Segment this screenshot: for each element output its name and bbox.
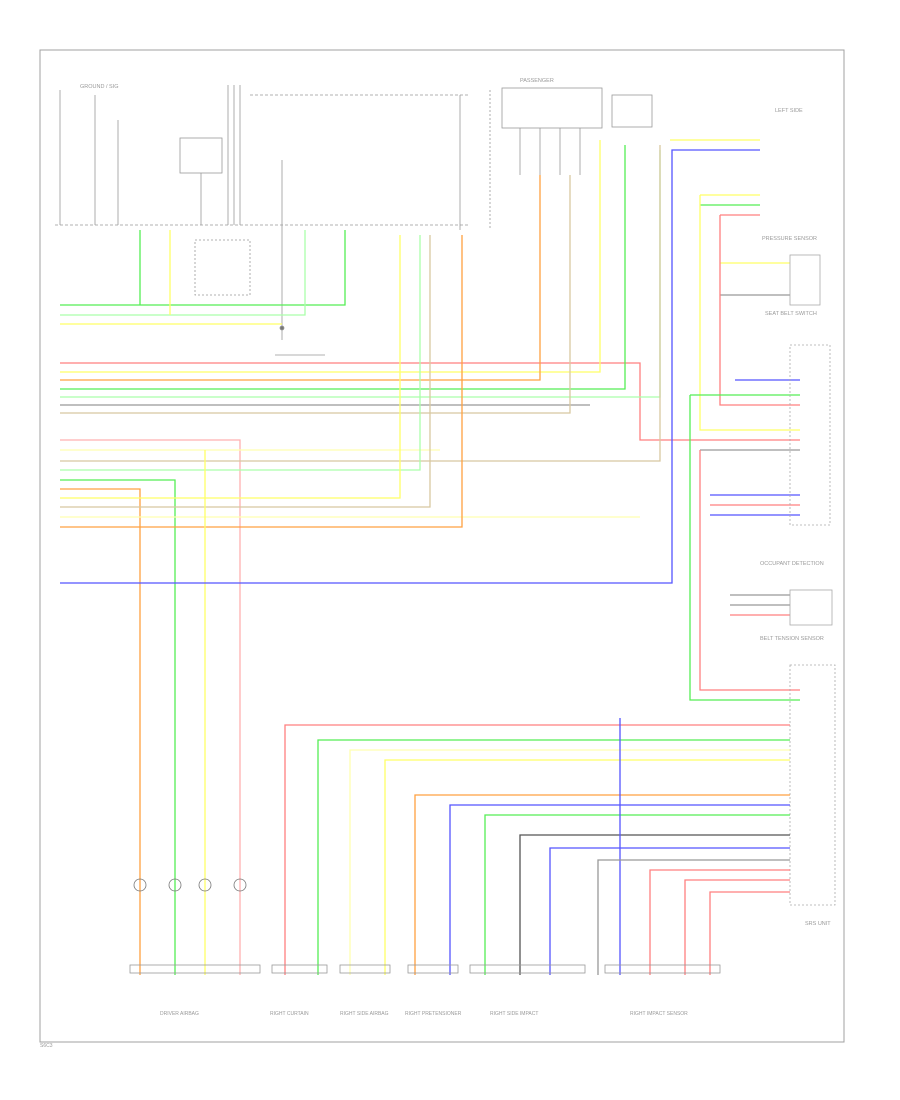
- label-left-side-module: LEFT SIDE: [775, 108, 803, 114]
- bottom-connector-blocks: [129, 964, 721, 974]
- right-module-outlines: [789, 254, 836, 906]
- middle-harness-bundle: [60, 145, 661, 975]
- label-seat-belt-switch: SEAT BELT SWITCH: [765, 311, 817, 317]
- upper-left-wires: [60, 230, 346, 325]
- diagram-frame: [39, 49, 845, 1043]
- label-srs-unit: SRS UNIT: [805, 921, 831, 927]
- footer-code: S6C3: [40, 1043, 53, 1049]
- label-passenger-connector: PASSENGER: [520, 78, 554, 84]
- blue-wire: [60, 149, 760, 584]
- right-connector-column: [670, 139, 800, 701]
- upper-harness-bundle: [60, 140, 800, 441]
- label-right-side-airbag: RIGHT SIDE AIRBAG: [340, 1011, 389, 1017]
- label-right-curtain: RIGHT CURTAIN: [270, 1011, 309, 1017]
- label-ground-top: GROUND / SIG: [80, 84, 119, 90]
- label-belt-tension-sensor: BELT TENSION SENSOR: [760, 636, 824, 642]
- lower-harness: [284, 718, 790, 975]
- label-pressure-sensor: PRESSURE SENSOR: [762, 236, 817, 242]
- label-driver-airbag: DRIVER AIRBAG: [160, 1011, 199, 1017]
- label-right-impact-sensor: RIGHT IMPACT SENSOR: [630, 1011, 688, 1017]
- label-right-side-impact: RIGHT SIDE IMPACT: [490, 1011, 538, 1017]
- top-module-outlines: [459, 87, 653, 230]
- fuse-relay-area: [55, 85, 470, 356]
- driver-airbag-squibs: [133, 878, 247, 892]
- label-right-pretensioner: RIGHT PRETENSIONER: [405, 1011, 462, 1017]
- label-occupant-detection: OCCUPANT DETECTION: [760, 561, 824, 567]
